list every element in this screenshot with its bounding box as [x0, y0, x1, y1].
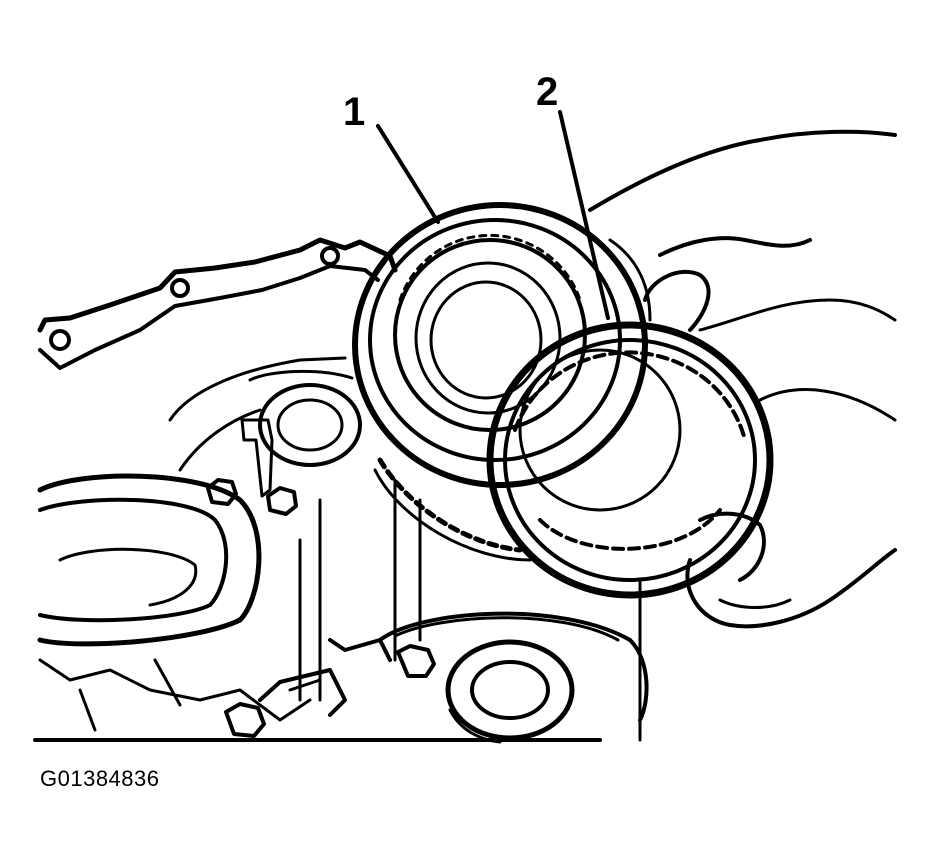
bolts: [206, 418, 436, 738]
lower-hub: [378, 611, 649, 744]
bearing-housing-left: [37, 473, 312, 732]
shift-linkage: [258, 638, 392, 717]
snap-ring-part-2: [486, 321, 774, 599]
leader-lines: [376, 110, 610, 320]
bore-boss: [248, 369, 362, 467]
leader-line-1: [376, 124, 440, 224]
figure-id-label: G01384836: [40, 766, 160, 791]
leader-line-2: [558, 110, 610, 320]
hands: [588, 129, 897, 629]
callout-label-1: 1: [343, 90, 366, 134]
clutch-drum-part-1: [352, 202, 652, 562]
callout-label-2: 2: [536, 70, 559, 114]
